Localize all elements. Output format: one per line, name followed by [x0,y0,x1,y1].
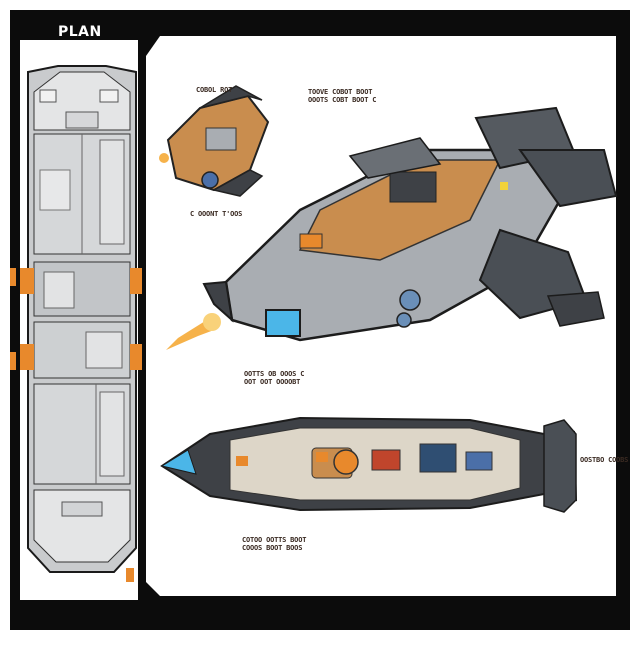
deck-plan [20,65,142,573]
annotation-text: TOOVE COBOT BOOT [308,88,373,96]
annotation-text: C OOONT T'OOS [190,210,243,218]
annotation-mid: OOTTS OB OOOS C OOT OOT OOOOBT [244,370,304,386]
orange-marker-corner [126,568,134,582]
annotation-text: OOOTS COBT BOOT C [308,96,377,104]
annotation-small-ship: C OOONT T'OOS [190,210,242,218]
annotation-top-small: COBOL ROT [196,86,232,94]
annotation-text: OOTTS OB OOOS C [244,370,305,378]
side-ship-profile [160,416,578,513]
annotation-text: COTOO OOTTS BOOT [242,536,307,544]
annotation-bottom: COTOO OOTTS BOOT COOOS BOOT BOOS [242,536,306,552]
small-ship-view [159,85,270,197]
annotation-top-center: TOOVE COBOT BOOT OOOTS COBT BOOT C [308,88,376,104]
annotation-text: COBOL ROT [196,86,233,94]
annotation-text: OOT OOT OOOOBT [244,378,301,386]
annotation-text: OOSTBO COOBS [580,456,629,464]
sheet-title: PLAN [58,24,102,40]
annotation-text: COOOS BOOT BOOS [242,544,303,552]
annotation-side: OOSTBO COOBS [580,456,628,464]
main-ship-perspective [166,106,618,350]
